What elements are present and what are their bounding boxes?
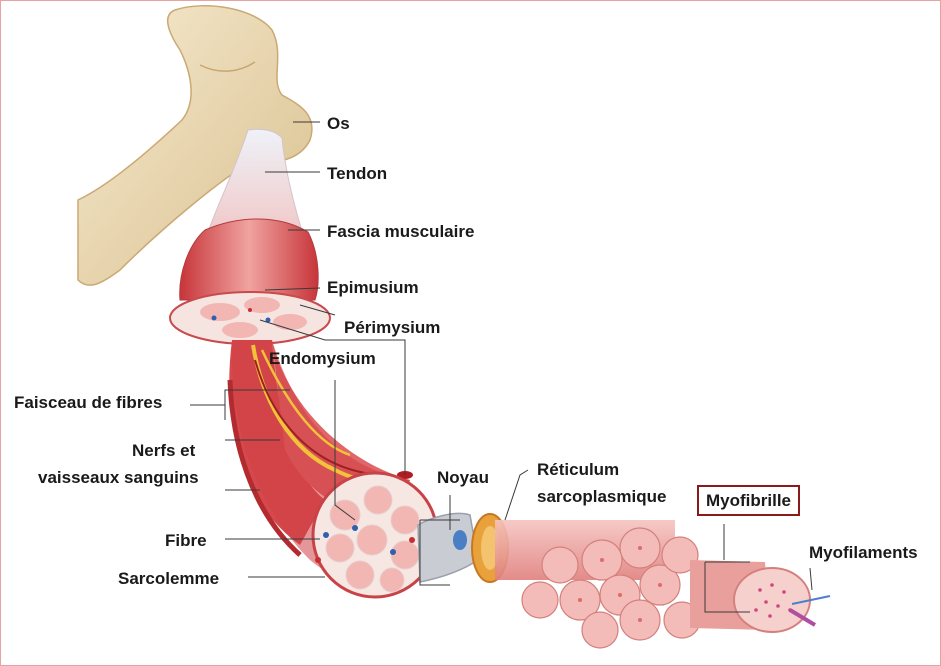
- label-fascia: Fascia musculaire: [327, 221, 474, 242]
- label-fibre: Fibre: [165, 530, 207, 551]
- label-myofibrille: Myofibrille: [697, 485, 800, 516]
- label-nerfs-line2: vaisseaux sanguins: [38, 467, 199, 488]
- myofibril-cross-section: [734, 568, 810, 632]
- label-nerfs-line1: Nerfs et: [132, 440, 195, 461]
- muscle-fiber: [418, 513, 478, 582]
- label-myofilaments: Myofilaments: [809, 542, 918, 563]
- cross-section-top: [170, 292, 330, 344]
- label-reticulum-line2: sarcoplasmique: [537, 486, 666, 507]
- muscle-belly: [180, 219, 318, 300]
- label-reticulum-line1: Réticulum: [537, 459, 619, 480]
- label-faisceau: Faisceau de fibres: [14, 392, 162, 413]
- label-tendon: Tendon: [327, 163, 387, 184]
- label-perimysium: Périmysium: [344, 317, 440, 338]
- label-noyau: Noyau: [437, 467, 489, 488]
- label-epimusium: Epimusium: [327, 277, 419, 298]
- label-os: Os: [327, 113, 350, 134]
- myofibril-bundle: [495, 520, 700, 648]
- label-endomysium: Endomysium: [269, 348, 376, 369]
- label-sarcolemme: Sarcolemme: [118, 568, 219, 589]
- nucleus: [453, 530, 467, 550]
